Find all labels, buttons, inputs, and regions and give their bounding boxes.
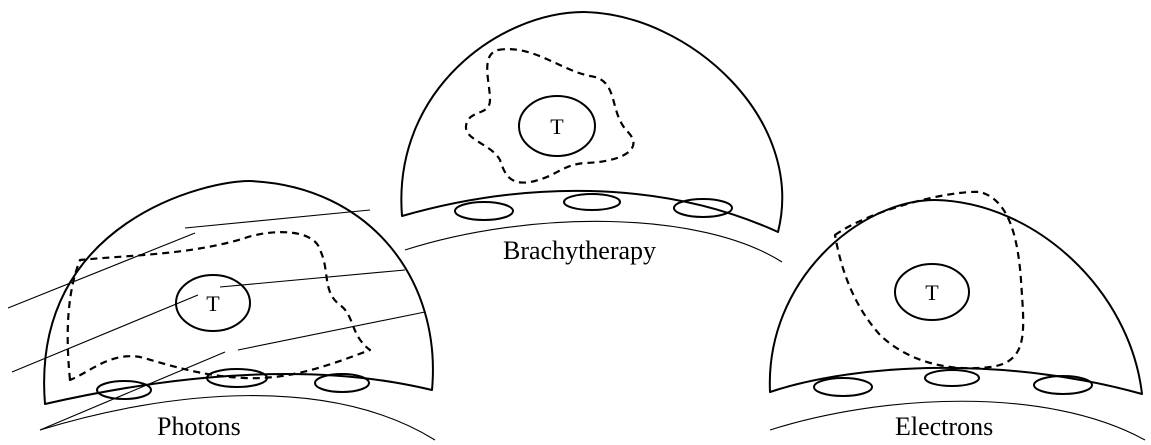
- photons-ray: [238, 312, 425, 350]
- brachytherapy-organ-center: [564, 194, 620, 210]
- photons-ray: [220, 270, 405, 287]
- electrons-tumor-label: T: [925, 280, 939, 305]
- brachytherapy-organ-left: [455, 202, 513, 220]
- brachytherapy-body-outline: [401, 12, 782, 232]
- photons-ray: [185, 210, 370, 228]
- photons-tumor-label: T: [206, 291, 220, 316]
- photons-caption: Photons: [157, 414, 241, 440]
- brachytherapy-organs-at-risk: [455, 194, 732, 220]
- brachytherapy-tumor-label: T: [550, 114, 564, 139]
- electrons-caption: Electrons: [895, 414, 993, 440]
- electrons-organ-center: [925, 370, 979, 386]
- photons-organ-left: [97, 381, 151, 399]
- electrons-body-outline: [770, 200, 1142, 394]
- brachytherapy-caption: Brachytherapy: [503, 238, 656, 264]
- electrons-organ-left: [814, 378, 872, 396]
- electrons-panel: T: [770, 192, 1145, 440]
- photons-panel: T: [8, 181, 435, 440]
- electrons-organ-right: [1034, 376, 1092, 394]
- brachytherapy-panel: T: [401, 12, 782, 262]
- photons-ray: [12, 295, 198, 372]
- brachytherapy-organ-right: [674, 199, 732, 217]
- photons-body-outline: [44, 181, 433, 404]
- photons-organs-at-risk: [97, 369, 369, 399]
